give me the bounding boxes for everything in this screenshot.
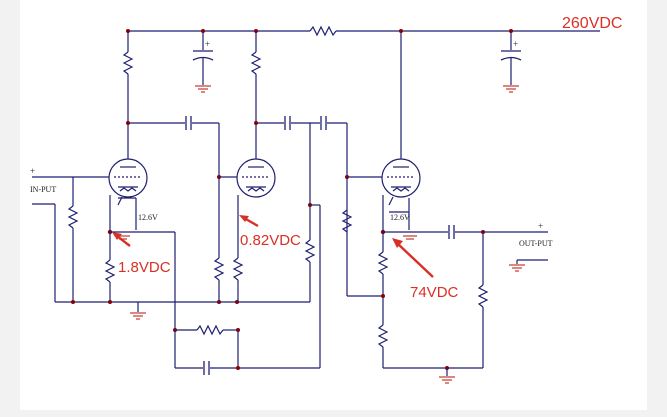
- input-label: IN-PUT: [30, 185, 56, 194]
- plate-resistor-2: [250, 51, 262, 75]
- grid-resistor-3: [341, 209, 353, 233]
- cathode-resistor-3b: [377, 324, 389, 348]
- heater-voltage-label-1: 12.6V: [138, 213, 158, 222]
- load-resistor: [477, 284, 489, 308]
- ground-symbol: [503, 85, 519, 93]
- heater-voltage-label-3: 12.6V: [390, 213, 410, 222]
- output-label: OUT-PUT: [519, 239, 553, 248]
- ground-symbol: [509, 264, 525, 272]
- cathode-voltage-label-3: 74VDC: [410, 284, 459, 301]
- cathode-resistor-1: [104, 259, 116, 283]
- ground-symbol: [403, 235, 417, 240]
- plus-mark: +: [513, 39, 518, 49]
- vacuum-tube-2: [236, 158, 276, 198]
- cathode-voltage-label-1: 1.8VDC: [118, 259, 171, 276]
- plus-mark: +: [30, 166, 35, 176]
- plus-mark: +: [205, 39, 210, 49]
- supply-rail: [128, 25, 600, 37]
- vacuum-tube-3: [381, 158, 421, 198]
- supply-capacitor-1: +: [192, 31, 214, 85]
- cathode-resistor-3a: [377, 251, 389, 275]
- schematic-sheet: [20, 0, 647, 410]
- network-resistor: [196, 324, 224, 336]
- feedback-resistor: [304, 239, 316, 263]
- grid-resistor-2: [213, 257, 225, 281]
- plate-resistor-1: [122, 51, 134, 75]
- supply-voltage-label: 260VDC: [562, 15, 622, 32]
- ground-symbol: [195, 85, 211, 93]
- grid-resistor-1: [67, 205, 79, 229]
- ground-symbol: [130, 312, 146, 320]
- cathode-resistor-2: [232, 257, 244, 281]
- cathode-voltage-label-2: 0.82VDC: [240, 232, 301, 249]
- ground-symbol: [439, 376, 455, 384]
- plus-mark: +: [538, 221, 543, 231]
- supply-capacitor-2: +: [500, 31, 522, 85]
- vacuum-tube-1: [108, 158, 148, 198]
